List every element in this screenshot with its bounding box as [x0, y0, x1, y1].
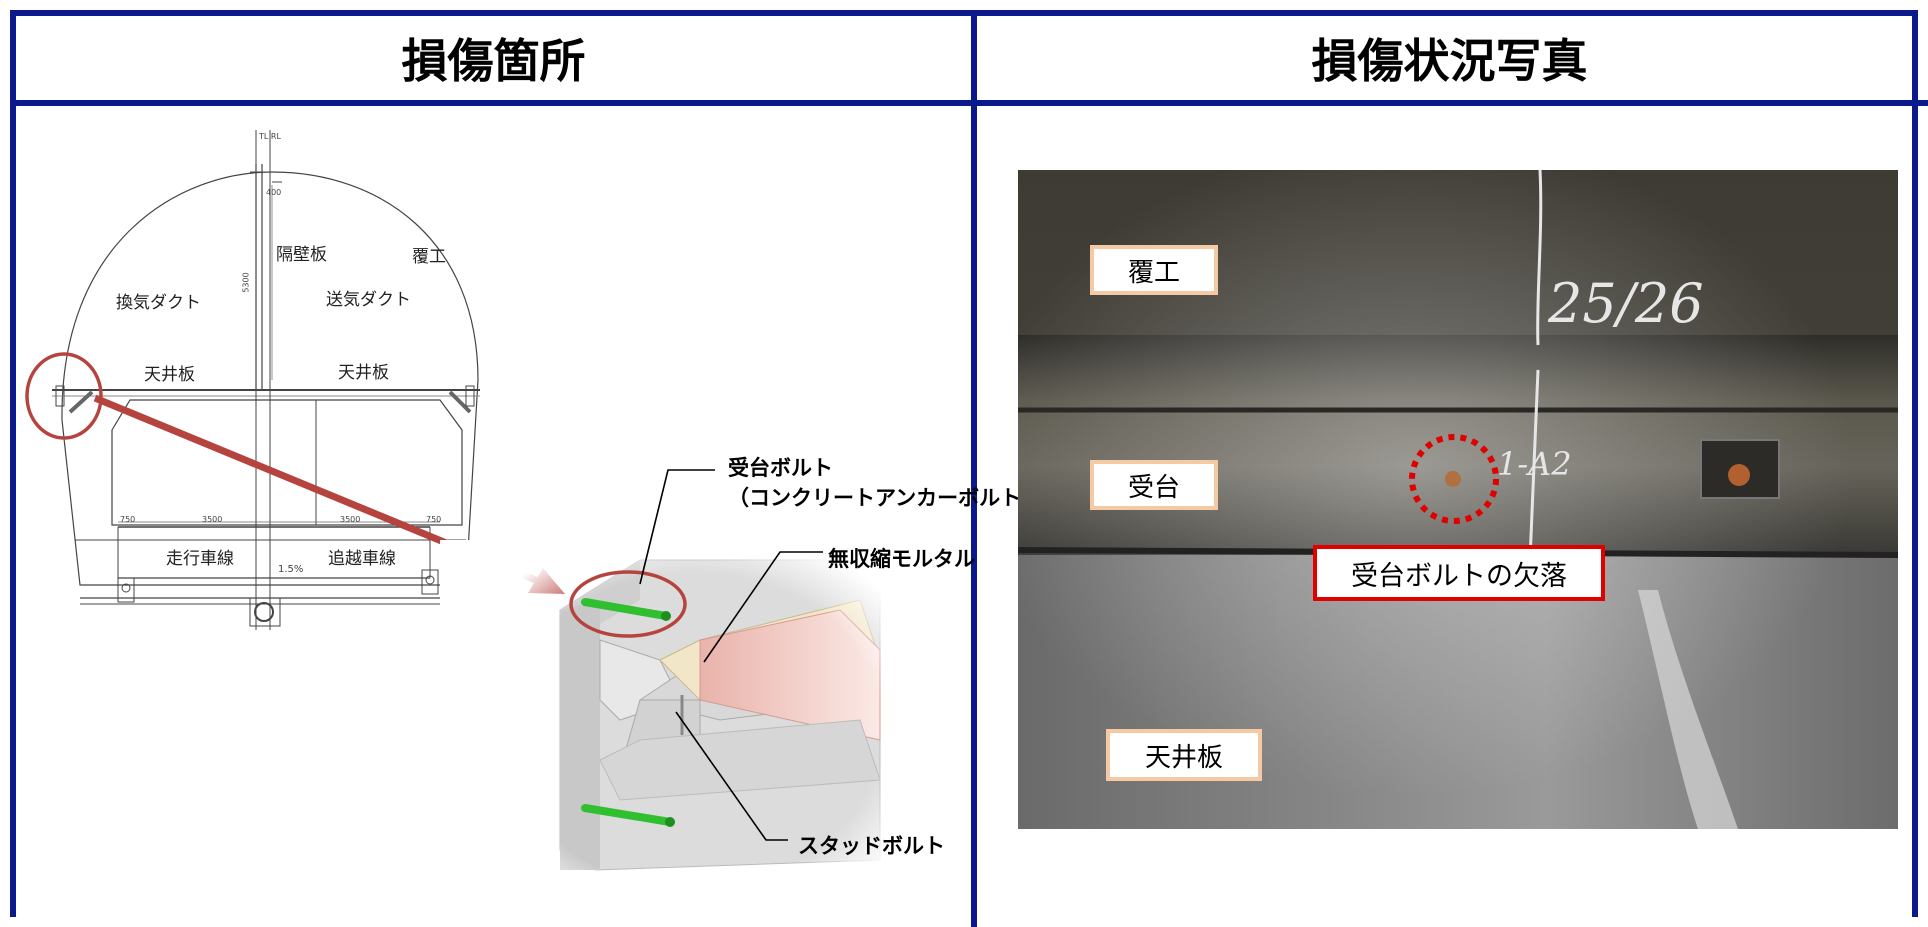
chalk-tag: 1-A2	[1497, 445, 1572, 483]
header-divider	[10, 100, 1928, 106]
photo-support-label: 受台	[1090, 460, 1218, 510]
damage-photo-header: 損傷状況写真	[1311, 34, 1588, 88]
mortar-label: 無収縮モルタル	[828, 547, 975, 571]
photo-ceiling-label: 天井板	[1106, 729, 1262, 781]
damage-location-header: 損傷箇所	[401, 34, 586, 88]
slope-label: 1.5%	[278, 564, 304, 575]
remaining-bolt	[1728, 464, 1750, 486]
dim-3500-right: 3500	[340, 515, 361, 524]
ceiling-label-right: 天井板	[338, 363, 389, 383]
support-detail-3d	[440, 540, 900, 920]
lining-label: 覆工	[412, 247, 446, 267]
anchor-bolt-label: 受台ボルト	[728, 456, 833, 480]
dim-3500-left: 3500	[202, 515, 223, 524]
supply-duct-label: 送気ダクト	[326, 290, 411, 310]
drain-pipe	[254, 602, 274, 622]
mortar-leader-line	[703, 551, 823, 663]
passing-lane-label: 追越車線	[328, 549, 396, 569]
stud-bolt-label: スタッドボルト	[798, 834, 945, 858]
driving-lane-label: 走行車線	[166, 549, 234, 569]
exhaust-duct-label: 換気ダクト	[116, 293, 201, 313]
column-divider	[971, 10, 977, 927]
table-frame	[10, 10, 1918, 917]
anchor-bolt-sublabel: （コンクリートアンカーボルト）	[728, 486, 1043, 510]
chalk-numbers: 25/26	[1547, 272, 1704, 335]
bolt-leader-line	[639, 469, 715, 585]
dim-750-left: 750	[120, 515, 136, 524]
bolt-highlight-circle	[569, 570, 687, 638]
damage-location-circle	[25, 352, 103, 440]
missing-bolt-circle	[1409, 434, 1499, 524]
ceiling-label-left: 天井板	[144, 365, 195, 385]
stud-leader-line	[675, 711, 788, 841]
tl-rl-label: TL RL	[259, 132, 281, 141]
photo-lining-label: 覆工	[1090, 245, 1218, 295]
dim-750-right: 750	[426, 515, 442, 524]
missing-bolt-label: 受台ボルトの欠落	[1313, 545, 1605, 601]
vertical-dim-label: 5300	[241, 272, 251, 293]
top-dim-label: 400	[266, 188, 282, 197]
partition-label: 隔壁板	[276, 245, 327, 265]
